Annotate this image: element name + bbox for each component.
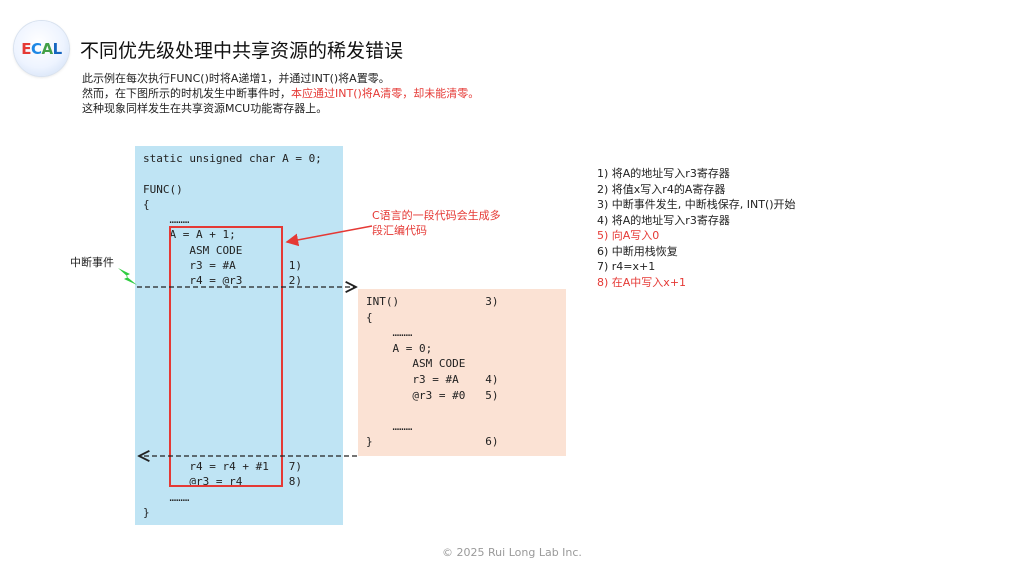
annotation-line-2: 段汇编代码	[372, 224, 427, 237]
step-item: 4) 将A的地址写入r3寄存器	[597, 213, 730, 227]
int-code-line: ………	[366, 326, 413, 340]
intro-line-2: 然而，在下图所示的时机发生中断事件时，本应通过INT()将A清零，却未能清零。	[82, 86, 479, 101]
func-code-line: FUNC()	[143, 182, 183, 196]
int-code-line: {	[366, 310, 373, 324]
step-item: 8) 在A中写入x+1	[597, 275, 687, 289]
logo-text: ECAL	[21, 39, 63, 58]
intro-line-3: 这种现象同样发生在共享资源MCU功能寄存器上。	[82, 102, 328, 115]
step-item: 6) 中断用栈恢复	[597, 244, 678, 258]
int-code-line: ………	[366, 419, 413, 433]
annotation-text: C语言的一段代码会生成多 段汇编代码	[372, 208, 501, 238]
func-code-top: static unsigned char A = 0; FUNC(){ ……… …	[143, 151, 322, 289]
slide-title: 不同优先级处理中共享资源的稀发错误	[80, 40, 404, 62]
intro-line-1: 此示例在每次执行FUNC()时将A递增1，并通过INT()将A置零。	[82, 72, 390, 85]
func-code-line: r3 = #A 1)	[143, 259, 302, 273]
int-code-panel	[358, 289, 566, 456]
func-code-line: A = A + 1;	[143, 228, 236, 242]
func-code-line: }	[143, 505, 150, 519]
func-code-line: r4 = r4 + #1 7)	[143, 460, 302, 473]
lightning-bolt-icon	[118, 268, 137, 285]
logo-letter-l: L	[52, 39, 63, 58]
func-code-line: ………	[143, 213, 190, 227]
func-code-line: r4 = @r3 2)	[143, 274, 302, 288]
int-code-line: INT() 3)	[366, 295, 499, 308]
int-code-line: @r3 = #0 5)	[366, 388, 499, 402]
intro-line-2-highlight: 本应通过INT()将A清零，却未能清零。	[291, 87, 480, 100]
step-item: 3) 中断事件发生, 中断栈保存, INT()开始	[597, 198, 796, 211]
ecal-logo: ECAL	[14, 21, 69, 76]
logo-letter-c: C	[31, 39, 42, 58]
int-code-line: } 6)	[366, 435, 499, 449]
int-code-line: A = 0;	[366, 341, 433, 355]
logo-letter-e: E	[21, 39, 32, 58]
int-code-line: ASM CODE	[366, 357, 466, 371]
int-code: INT() 3) { ……… A = 0; ASM CODE r3 = #A 4)…	[366, 294, 498, 450]
logo-letter-a: A	[41, 39, 54, 58]
func-code-bottom: r4 = r4 + #1 7) @r3 = r4 8) ………}	[143, 459, 302, 520]
asm-highlight-box	[169, 226, 283, 487]
intro-line-2-prefix: 然而，在下图所示的时机发生中断事件时，	[82, 87, 291, 100]
annotation-line-1: C语言的一段代码会生成多	[372, 209, 501, 222]
func-code-line: {	[143, 197, 150, 211]
step-item: 2) 将值x写入r4的A寄存器	[597, 182, 726, 196]
func-code-line: static unsigned char A = 0;	[143, 152, 322, 165]
steps-list: 1) 将A的地址写入r3寄存器 2) 将值x写入r4的A寄存器 3) 中断事件发生,…	[597, 166, 796, 290]
step-item: 1) 将A的地址写入r3寄存器	[597, 167, 730, 180]
intro-text: 此示例在每次执行FUNC()时将A递增1，并通过INT()将A置零。 然而，在下…	[82, 71, 479, 116]
footer-copyright: © 2025 Rui Long Lab Inc.	[442, 546, 582, 559]
step-item: 7) r4=x+1	[597, 260, 656, 273]
func-code-line: ………	[143, 490, 190, 504]
func-code-line: ASM CODE	[143, 243, 243, 257]
interrupt-event-label: 中断事件	[70, 256, 114, 269]
step-item: 5) 向A写入0	[597, 229, 660, 242]
annotation-arrow	[285, 225, 373, 247]
int-code-line: r3 = #A 4)	[366, 372, 499, 386]
